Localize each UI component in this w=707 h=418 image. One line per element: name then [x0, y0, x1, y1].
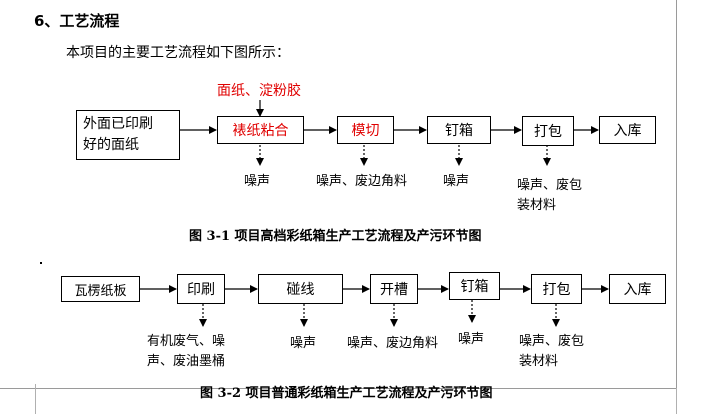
- flow2-step-corrugated-board: 瓦楞纸板: [61, 276, 140, 302]
- flow2-emission-label: 噪声、废边角料: [347, 336, 439, 351]
- flow1-emission-label: 噪声: [443, 174, 470, 189]
- margin-mark: [676, 388, 677, 414]
- flow1-emission-label: 噪声、废包 装材料: [517, 178, 583, 213]
- flow1-input-material: 面纸、淀粉胶: [217, 83, 301, 99]
- flow1-step-packing: 打包: [522, 116, 574, 146]
- flow2-emission-label: 噪声、废包 装材料: [519, 334, 585, 369]
- page-edge-bottom: [0, 388, 676, 389]
- margin-mark: [35, 384, 36, 414]
- section-heading: 6、工艺流程: [34, 12, 120, 30]
- flow2-step-packing: 打包: [531, 274, 582, 304]
- flow2-emission-label: 噪声: [458, 332, 485, 347]
- flow2-emission-label: 有机废气、噪 声、废油墨桶: [147, 334, 226, 369]
- flow1-step-warehousing: 入库: [599, 116, 656, 144]
- flow1-emission-label: 噪声、废边角料: [316, 174, 408, 189]
- figure-caption-3-2: 图 3-2 项目普通彩纸箱生产工艺流程及产污环节图: [200, 386, 493, 401]
- flow2-step-slotting: 开槽: [370, 274, 418, 304]
- stray-dot: [40, 262, 42, 264]
- intro-text: 本项目的主要工艺流程如下图所示：: [66, 45, 290, 61]
- flow2-emission-label: 噪声: [290, 336, 317, 351]
- page-edge-right: [676, 0, 677, 388]
- flow1-step-stitching: 钉箱: [427, 116, 491, 144]
- flow2-step-warehousing: 入库: [609, 274, 666, 304]
- flow2-step-stitching: 钉箱: [449, 272, 500, 300]
- flow1-step-die-cutting: 模切: [337, 116, 394, 144]
- flow1-emission-label: 噪声: [244, 174, 271, 189]
- flow2-step-printing: 印刷: [177, 274, 225, 304]
- flow2-step-creasing: 碰线: [258, 274, 343, 304]
- flow1-step-laminating: 裱纸粘合: [217, 116, 304, 144]
- flow1-step-printed-face-paper: 外面已印刷 好的面纸: [76, 110, 180, 160]
- figure-caption-3-1: 图 3-1 项目高档彩纸箱生产工艺流程及产污环节图: [189, 229, 482, 244]
